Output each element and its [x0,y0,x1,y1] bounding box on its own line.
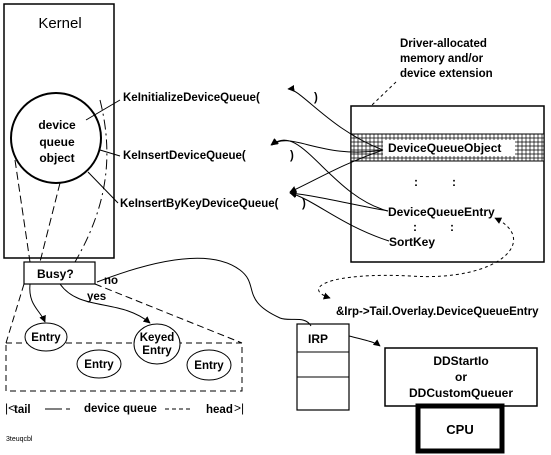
busy-to-queue-dash-right [94,283,243,344]
cpu-label: CPU [446,422,473,437]
circle-to-initialize-line [85,99,121,121]
cpu-box [415,403,505,454]
irp-to-driver-arrow [348,335,381,347]
routine-initialize-close: ) [314,92,318,104]
queue-tail-label: tail [14,404,31,416]
kernel-title: Kernel [38,15,81,32]
busy-box [23,261,96,285]
driver-memory-note-2: memory and/or [400,53,484,65]
queue-entry-4-label: Entry [194,360,224,372]
routine-insert-close: ) [290,150,294,162]
queue-caption-left-mark: |< [5,401,15,415]
driver-custom-queuer-label: DDCustomQueuer [409,386,513,400]
queue-keyed-entry [133,323,181,365]
driver-memory-note-pointer [371,81,397,106]
footer-tag: 3teuqcbl [6,436,33,443]
circle-to-busy-dash-left [14,159,31,263]
queue-entry-2-label: Entry [84,359,114,371]
busy-to-queue-dash-left [5,283,25,344]
queue-keyed-entry-label-1: Keyed [140,332,175,344]
busy-no-path [96,257,312,327]
device-queue-object-label-bg [383,140,515,156]
circle-to-busy-dash-right [74,99,108,263]
queue-entry-to-insert-arrow [271,138,389,212]
queue-entry-1-label: Entry [31,332,61,344]
busy-to-entry-arrow [29,283,46,323]
device-queue-entry-label: DeviceQueueEntry [388,205,495,219]
queue-caption: device queue [84,403,157,415]
circle-to-insert-line [99,149,121,157]
queue-entry-1 [24,322,68,352]
routine-insert-by-key-close: ) [302,198,306,210]
driver-memory-box [350,105,545,263]
device-queue-object-label: DeviceQueueObject [388,141,501,155]
queue-head-label: head [206,404,233,416]
kernel-queue-line-1: device [38,118,76,132]
memory-dots-2b: : [450,220,454,234]
circle-to-insert-by-key-line [87,171,119,204]
busy-yes-label: yes [87,291,106,303]
device-queue-box [5,342,243,392]
kernel-queue-line-2: queue [39,135,75,149]
queue-object-to-insert-by-key-arrow [289,149,384,193]
device-queue-object-circle [10,92,102,184]
driver-or-label: or [455,370,467,384]
driver-routine-box [384,347,538,407]
queue-object-to-initialize-arrow [287,85,384,151]
driver-start-io-label: DDStartIo [433,354,488,368]
memory-dots-1a: : [414,175,418,189]
irp-entry-path-label: &Irp->Tail.Overlay.DeviceQueueEntry [336,306,539,318]
queue-entry-4 [186,349,232,381]
memory-dots-2a: : [413,220,417,234]
busy-label: Busy? [37,267,74,281]
routine-insert-by-key: KeInsertByKeyDeviceQueue( [120,198,279,210]
irp-entry-link-arrow [318,217,515,300]
queue-keyed-entry-label-2: Entry [142,345,172,357]
irp-box [296,323,350,411]
queue-entry-to-insert-by-key-arrow [289,190,389,212]
memory-dots-1b: : [452,175,456,189]
driver-memory-note-1: Driver-allocated [400,38,487,50]
irp-label: IRP [308,332,328,346]
routine-insert: KeInsertDeviceQueue( [123,150,246,162]
queue-entry-2 [76,349,122,379]
sort-key-label: SortKey [389,235,435,249]
routine-initialize: KeInitializeDeviceQueue( [123,92,260,104]
circle-to-busy-dash-mid [39,182,61,263]
queue-caption-right-mark: >| [234,401,244,415]
kernel-queue-line-3: object [39,151,74,165]
driver-memory-note-3: device extension [400,68,493,80]
busy-to-keyed-entry-arrow [59,283,151,324]
